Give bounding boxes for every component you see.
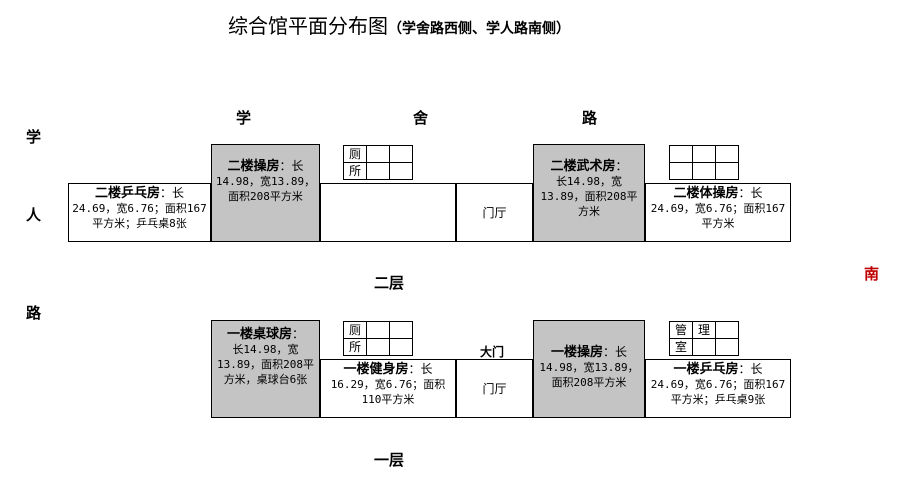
room-f2-martial-arts-name-tail: ：	[615, 159, 628, 173]
road-xueren-char-2: 人	[26, 206, 42, 224]
room-f2-empty	[320, 183, 456, 242]
floor-label-2: 二层	[374, 274, 405, 292]
room-f1-billiards-detail: 长14.98，宽13.89，面积208平方米，桌球台6张	[217, 343, 314, 386]
toilet-f2-cell	[366, 145, 390, 163]
main-gate-label: 大门	[480, 345, 505, 359]
room-f1-fitness-name-tail: ：长	[408, 362, 433, 376]
office-f1-cell	[692, 338, 716, 356]
road-xueshe-char-2: 舍	[413, 109, 429, 127]
room-f2-gymnastics-detail: 24.69，宽6.76；面积167平方米	[650, 202, 786, 230]
toilet-f1-cell	[366, 338, 390, 356]
room-f1-billiards: 一楼桌球房： 长14.98，宽13.89，面积208平方米，桌球台6张	[211, 320, 320, 418]
title-subtitle: （学舍路西侧、学人路南侧）	[388, 21, 570, 37]
office-f1: 管理 室	[669, 321, 739, 356]
room-f1-billiards-name: 一楼桌球房	[226, 327, 292, 342]
toilet-f1-char-2: 所	[343, 338, 367, 356]
room-f1-lobby-label: 门厅	[482, 382, 507, 396]
room-f2-martial-arts-detail: 长14.98，宽13.89，面积208平方米	[540, 175, 638, 218]
room-f1-fitness: 一楼健身房：长 16.29，宽6.76；面积110平方米	[320, 359, 456, 418]
toilet-f1-cell	[389, 338, 413, 356]
grid-f2-cell	[669, 162, 693, 180]
grid-f2-cell	[692, 145, 716, 163]
room-f1-exercise-detail: 14.98，宽13.89，面积208平方米	[539, 361, 639, 389]
office-f1-cell	[715, 321, 739, 339]
toilet-f1-cell	[389, 321, 413, 339]
room-f1-exercise-name: 一楼操房	[550, 345, 603, 360]
room-f2-exercise-name: 二楼操房	[227, 159, 280, 174]
room-f2-pingpong: 二楼乒乓房：长 24.69，宽6.76；面积167平方米；乒乓桌8张	[68, 183, 211, 242]
room-f2-gymnastics: 二楼体操房：长 24.69，宽6.76；面积167平方米	[645, 183, 791, 242]
office-f1-cell	[715, 338, 739, 356]
room-f2-lobby-label: 门厅	[482, 206, 507, 220]
road-xueshe-char-3: 路	[582, 109, 598, 127]
road-xueshe-char-1: 学	[236, 109, 252, 127]
room-f2-pingpong-name-tail: ：长	[160, 186, 185, 200]
toilet-f2-cell	[389, 162, 413, 180]
page-title: 综合馆平面分布图（学舍路西侧、学人路南侧）	[228, 10, 570, 39]
room-f2-exercise: 二楼操房：长 14.98，宽13.89，面积208平方米	[211, 144, 320, 242]
room-f2-martial-arts: 二楼武术房： 长14.98，宽13.89，面积208平方米	[533, 144, 645, 242]
grid-f2-cell	[669, 145, 693, 163]
office-f1-char-1: 管	[669, 321, 693, 339]
title-main: 综合馆平面分布图	[228, 14, 388, 38]
grid-f2-cell	[692, 162, 716, 180]
room-f1-pingpong-name: 一楼乒乓房	[673, 362, 739, 377]
room-f1-pingpong: 一楼乒乓房：长 24.69，宽6.76；面积167平方米；乒乓桌9张	[645, 359, 791, 418]
room-f1-pingpong-name-tail: ：长	[738, 362, 763, 376]
grid-f2-right	[669, 145, 739, 180]
toilet-f2-cell	[389, 145, 413, 163]
room-f1-exercise: 一楼操房：长 14.98，宽13.89，面积208平方米	[533, 320, 645, 418]
room-f1-fitness-name: 一楼健身房	[343, 362, 409, 377]
room-f2-pingpong-name: 二楼乒乓房	[94, 186, 160, 201]
road-xueren-char-3: 路	[26, 304, 42, 322]
room-f1-lobby: 门厅	[456, 359, 533, 418]
room-f2-lobby: 门厅	[456, 183, 533, 242]
room-f2-exercise-name-tail: ：长	[279, 159, 304, 173]
toilet-f2-char-2: 所	[343, 162, 367, 180]
grid-f2-cell	[715, 162, 739, 180]
toilet-f2-cell	[366, 162, 390, 180]
toilet-f2: 厕 所	[343, 145, 413, 180]
floor-label-1: 一层	[374, 451, 405, 469]
room-f1-billiards-name-tail: ：	[292, 327, 305, 341]
office-f1-char-2: 理	[692, 321, 716, 339]
toilet-f1-char-1: 厕	[343, 321, 367, 339]
room-f2-gymnastics-name: 二楼体操房	[673, 186, 739, 201]
room-f2-pingpong-detail: 24.69，宽6.76；面积167平方米；乒乓桌8张	[72, 202, 207, 230]
direction-south: 南	[864, 265, 880, 283]
room-f2-martial-arts-name: 二楼武术房	[550, 159, 616, 174]
grid-f2-cell	[715, 145, 739, 163]
office-f1-char-3: 室	[669, 338, 693, 356]
road-xueren-char-1: 学	[26, 128, 42, 146]
toilet-f1-cell	[366, 321, 390, 339]
toilet-f1: 厕 所	[343, 321, 413, 356]
room-f2-gymnastics-name-tail: ：长	[738, 186, 763, 200]
room-f1-pingpong-detail: 24.69，宽6.76；面积167平方米；乒乓桌9张	[650, 378, 786, 406]
room-f1-exercise-name-tail: ：长	[603, 345, 628, 359]
room-f1-fitness-detail: 16.29，宽6.76；面积110平方米	[330, 378, 446, 406]
toilet-f2-char-1: 厕	[343, 145, 367, 163]
room-f2-exercise-detail: 14.98，宽13.89，面积208平方米	[215, 175, 316, 203]
